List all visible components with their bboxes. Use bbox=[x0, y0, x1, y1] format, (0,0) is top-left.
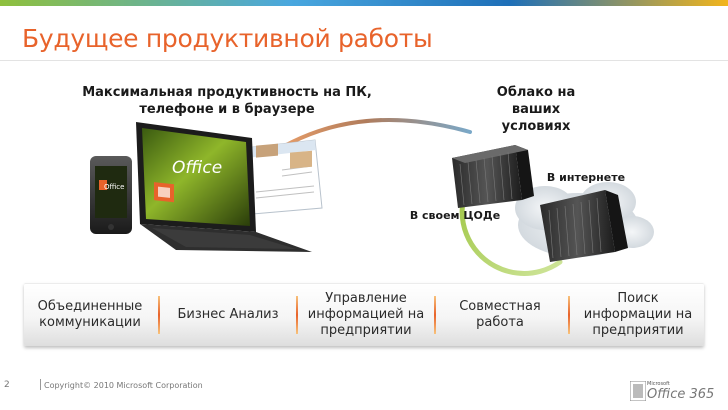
slide-number: 2 bbox=[4, 380, 10, 390]
cloud-caption: Облако на ваших условиях bbox=[496, 85, 576, 134]
accent-bar bbox=[0, 0, 728, 6]
smartphone bbox=[90, 156, 132, 234]
capability-enterprise-content-management: Управление информацией на предприятии bbox=[307, 291, 425, 338]
capability-collaboration: Совместная работа bbox=[459, 299, 541, 330]
phone-office-label: Office bbox=[104, 183, 125, 191]
logo-company: Microsoft bbox=[647, 381, 670, 387]
title-divider bbox=[0, 60, 728, 61]
capability-separator bbox=[296, 296, 298, 334]
capability-enterprise-search: Поиск информации на предприятии bbox=[583, 291, 693, 338]
logo-product: Office 365 bbox=[647, 387, 715, 402]
internet-caption: В интернете bbox=[546, 171, 626, 184]
capability-unified-communications: Объединенные коммуникации bbox=[37, 299, 143, 330]
slide-title: Будущее продуктивной работы bbox=[22, 24, 433, 53]
copyright-text: Copyright© 2010 Microsoft Corporation bbox=[44, 381, 203, 390]
capabilities-band: Объединенные коммуникации Бизнес Анализ … bbox=[24, 283, 704, 346]
laptop bbox=[136, 122, 312, 252]
capability-separator bbox=[158, 296, 160, 334]
datacenter-caption: В своем ЦОДе bbox=[409, 209, 501, 222]
laptop-office-label: Office bbox=[172, 158, 223, 178]
office-logo-icon bbox=[630, 381, 646, 401]
browser-window bbox=[244, 139, 323, 215]
capability-separator bbox=[434, 296, 436, 334]
devices-caption: Максимальная продуктивность на ПК, телеф… bbox=[82, 85, 372, 117]
capability-business-intelligence: Бизнес Анализ bbox=[177, 307, 279, 322]
capability-separator bbox=[568, 296, 570, 334]
office-365-logo: Microsoft Office 365 bbox=[628, 378, 714, 404]
cloud-server-rack bbox=[540, 190, 628, 262]
footer-divider bbox=[40, 379, 41, 390]
datacenter-server-rack bbox=[452, 145, 534, 208]
